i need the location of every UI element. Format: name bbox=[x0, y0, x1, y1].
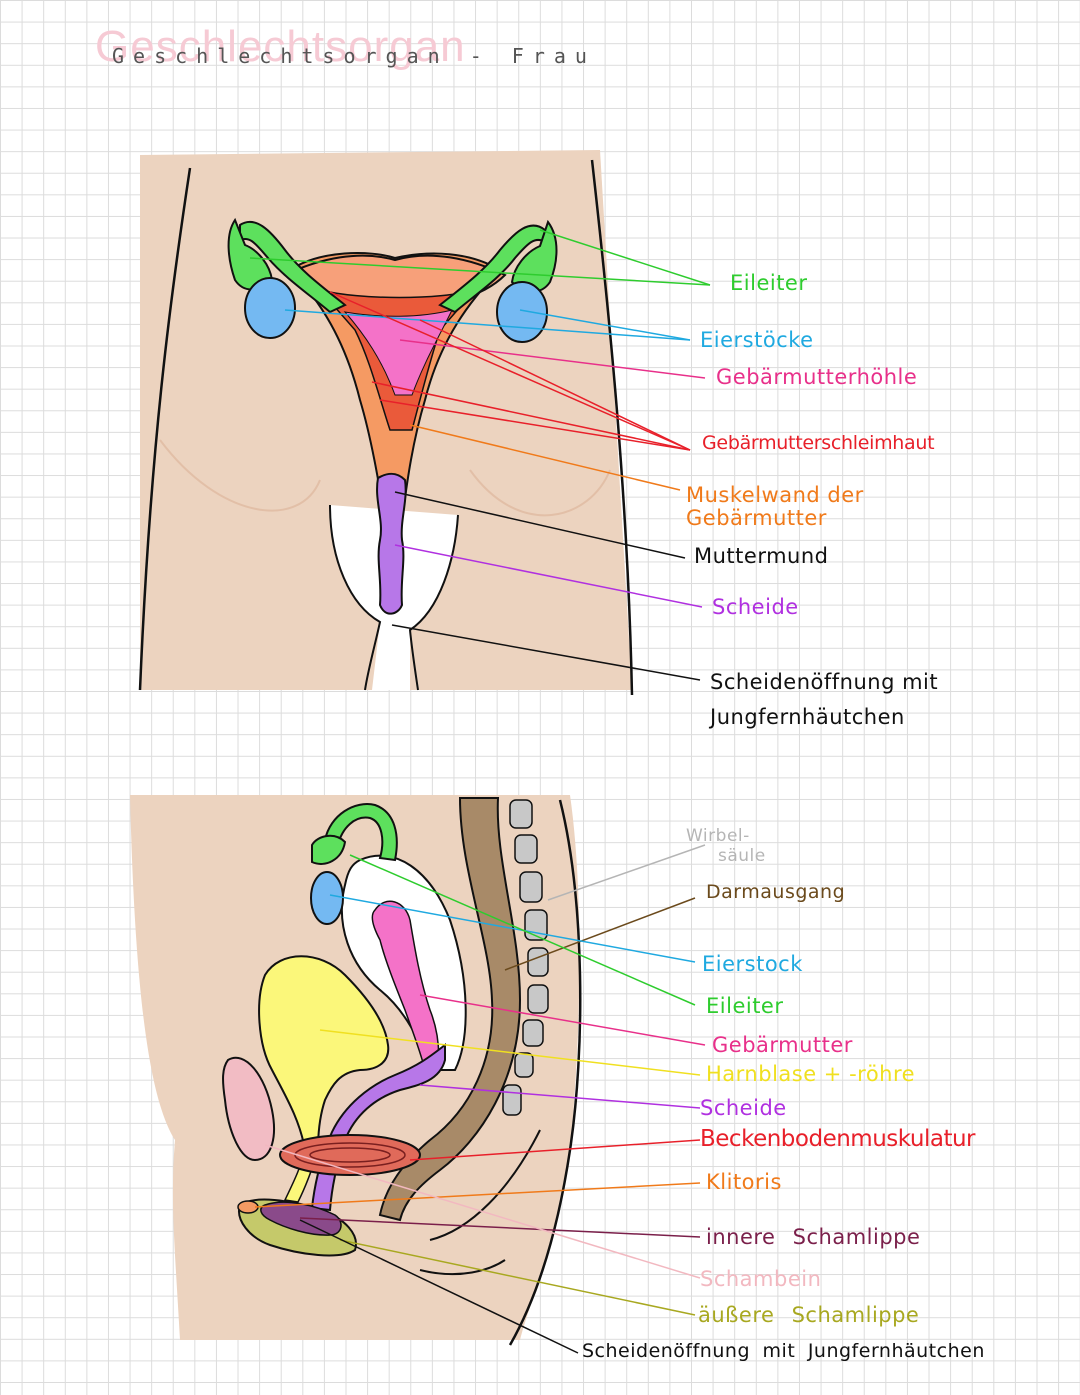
front-label-scheidenoeffnung-1: Scheidenöffnung mit bbox=[710, 670, 939, 694]
front-ovary-left bbox=[244, 277, 296, 339]
front-leader-lines bbox=[249, 229, 711, 681]
front-thigh-right bbox=[408, 514, 459, 691]
side-label-gebaermutter: Gebärmutter bbox=[712, 1033, 853, 1057]
title-main: Geschlechtsorgan bbox=[95, 22, 466, 71]
side-view bbox=[130, 795, 706, 1354]
front-ovary-right bbox=[496, 281, 548, 343]
front-label-scheidenoeffnung-2: Jungfernhäutchen bbox=[710, 705, 905, 729]
front-skin-contour bbox=[159, 439, 611, 517]
front-vagina bbox=[376, 472, 407, 615]
side-buttock-fold bbox=[429, 1129, 541, 1241]
side-label-wirbelsaeule-2: säule bbox=[718, 846, 766, 866]
side-pelvic-floor bbox=[279, 1134, 421, 1176]
side-label-beckenboden: Beckenbodenmuskulatur bbox=[700, 1126, 976, 1152]
side-body-outline bbox=[508, 799, 582, 1346]
side-label-darmausgang: Darmausgang bbox=[706, 881, 846, 903]
side-label-schambein: Schambein bbox=[700, 1267, 822, 1291]
side-rectum bbox=[378, 797, 522, 1222]
front-label-scheide: Scheide bbox=[712, 595, 799, 619]
front-view bbox=[138, 150, 711, 696]
front-label-muskelwand-2: Gebärmutter bbox=[686, 506, 827, 530]
side-pubic-bone bbox=[222, 1057, 276, 1162]
front-label-gebaermutterhoehle: Gebärmutterhöhle bbox=[716, 365, 918, 389]
side-label-eileiter: Eileiter bbox=[706, 994, 784, 1018]
front-body-outline-left bbox=[138, 167, 192, 691]
side-label-wirbelsaeule-1: Wirbel- bbox=[686, 826, 750, 846]
side-label-klitoris: Klitoris bbox=[706, 1170, 782, 1194]
side-label-eierstock: Eierstock bbox=[702, 952, 803, 976]
side-label-scheidenoeffnung: Scheidenöffnung mit Jungfernhäutchen bbox=[582, 1340, 985, 1362]
front-label-eierstoecke: Eierstöcke bbox=[700, 328, 814, 352]
front-label-gebaermutterschleimhaut: Gebärmutterschleimhaut bbox=[702, 432, 935, 454]
front-thigh-left bbox=[329, 504, 382, 691]
side-thigh-line bbox=[419, 1259, 506, 1276]
side-tube bbox=[323, 803, 398, 862]
front-tube-left bbox=[239, 220, 347, 314]
side-label-scheide: Scheide bbox=[700, 1096, 787, 1120]
title-sub: Geschlechtsorgan - Frau bbox=[112, 44, 596, 68]
side-leader-lines bbox=[254, 844, 706, 1354]
side-bladder bbox=[258, 955, 390, 1151]
side-fimbriae bbox=[311, 834, 347, 865]
side-ovary bbox=[310, 871, 344, 925]
front-uterine-cavity bbox=[343, 309, 453, 396]
front-label-muttermund: Muttermund bbox=[694, 544, 829, 568]
side-label-innere-schamlippe: innere Schamlippe bbox=[706, 1225, 921, 1249]
front-label-muskelwand-1: Muskelwand der bbox=[686, 483, 864, 507]
front-label-eileiter: Eileiter bbox=[730, 271, 808, 295]
front-tube-right bbox=[438, 224, 546, 314]
side-label-harnblase: Harnblase + -röhre bbox=[706, 1062, 916, 1086]
side-label-aeussere-schamlippe: äußere Schamlippe bbox=[698, 1303, 920, 1327]
